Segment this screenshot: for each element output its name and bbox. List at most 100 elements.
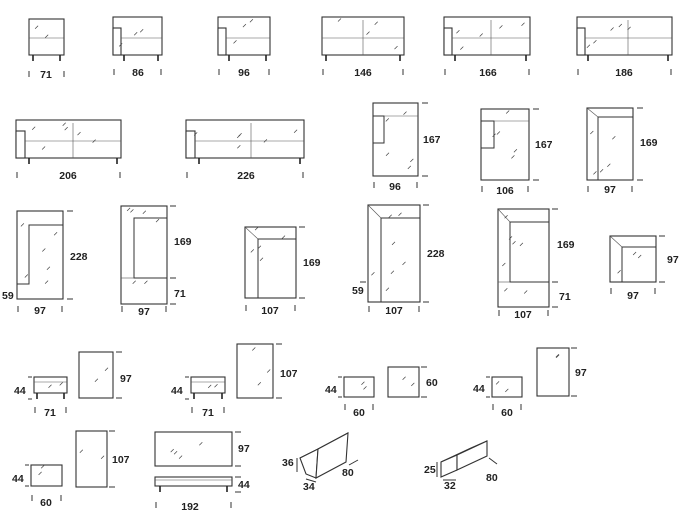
- hatch-mark: [207, 384, 212, 389]
- armrest: [112, 27, 122, 56]
- hatch-mark: [496, 131, 501, 135]
- hatch-mark: [34, 25, 39, 30]
- hatch-mark: [593, 39, 597, 44]
- hatch-mark: [252, 347, 256, 351]
- width-label: 226: [237, 170, 255, 182]
- height-label: 25: [424, 464, 436, 476]
- module-106x167-plan: 167 106: [480, 108, 553, 197]
- hatch-mark: [394, 45, 398, 50]
- hatch-mark: [504, 214, 508, 219]
- module-body: [185, 119, 305, 159]
- hatch-mark: [40, 465, 45, 469]
- armrest: [217, 27, 227, 56]
- module-206: 206: [15, 119, 122, 182]
- corner-mitre: [609, 235, 623, 248]
- dim-tick: [488, 457, 498, 465]
- module-body: [15, 119, 122, 159]
- hatch-mark: [371, 272, 375, 276]
- bolster-face: [456, 440, 488, 471]
- width-label: 186: [615, 67, 633, 79]
- hatch-mark: [511, 155, 515, 159]
- corner-mitre: [497, 208, 511, 223]
- hatch-mark: [193, 132, 198, 136]
- hatch-mark: [44, 34, 49, 38]
- hatch-mark: [118, 43, 123, 47]
- pouf-plan: [387, 366, 420, 398]
- wedge-end: [299, 448, 319, 479]
- hatch-mark: [77, 131, 81, 136]
- module-96: 96: [217, 16, 271, 79]
- seat-label: 59: [2, 290, 14, 302]
- depth-label: 107: [280, 368, 298, 380]
- hatch-mark: [237, 144, 241, 149]
- height-label: 44: [14, 385, 26, 397]
- hatch-mark: [59, 382, 63, 386]
- upholstery-hatching: [20, 18, 642, 476]
- width-label: 60: [501, 407, 513, 419]
- width-label: 206: [59, 170, 77, 182]
- pouf-60x107: 44 60 107: [12, 430, 130, 509]
- bolster-end: [440, 454, 458, 478]
- hatch-mark: [293, 129, 298, 133]
- hatch-mark: [257, 381, 262, 386]
- width-label: 34: [303, 481, 315, 493]
- corner-107x169-chaise-plan: 169 71 107: [497, 208, 575, 321]
- depth-label: 60: [426, 377, 438, 389]
- armrest: [15, 130, 26, 159]
- width-label: 107: [261, 305, 279, 317]
- hatch-mark: [586, 44, 591, 49]
- pouf-60x97: 44 60 97: [473, 347, 587, 419]
- hatch-mark: [361, 381, 365, 385]
- pouf-71x97: 44 71 97: [14, 351, 132, 419]
- hatch-mark: [612, 135, 616, 140]
- height-label: 44: [238, 479, 250, 491]
- dim-tick: [305, 478, 317, 483]
- hatch-mark: [504, 288, 508, 292]
- hatch-mark: [42, 248, 46, 252]
- hatch-mark: [214, 384, 218, 388]
- pouf-elevation: [190, 376, 226, 394]
- hatch-mark: [139, 29, 144, 33]
- pouf-plan: [78, 351, 114, 399]
- hatch-mark: [385, 152, 390, 157]
- wedge-face: [315, 432, 349, 479]
- hatch-mark: [599, 168, 604, 173]
- hatch-mark: [407, 165, 412, 170]
- width-label: 192: [181, 501, 199, 513]
- hatch-mark: [363, 386, 367, 390]
- hatch-mark: [31, 126, 36, 130]
- armrest: [443, 27, 453, 56]
- width-label: 71: [40, 69, 52, 81]
- hatch-mark: [44, 280, 49, 284]
- width-label: 96: [389, 181, 401, 193]
- bolster-cushion: 25 32 80: [424, 440, 498, 492]
- module-226: 226: [185, 119, 305, 182]
- corner-97x97-plan: 97 97: [609, 235, 679, 302]
- hatch-mark: [94, 378, 99, 382]
- hatch-mark: [41, 146, 46, 150]
- pouf-plan: [75, 430, 108, 488]
- module-plan: [586, 107, 634, 181]
- armrest: [185, 130, 196, 159]
- hatch-mark: [24, 274, 29, 278]
- bench-plan: [154, 431, 233, 467]
- hatch-mark: [385, 287, 390, 292]
- depth-label: 228: [427, 248, 445, 260]
- hatch-mark: [104, 367, 109, 372]
- module-186: 186: [576, 16, 673, 79]
- corner-107x169-plan: 169 107: [244, 226, 321, 317]
- seat-label: 71: [174, 288, 186, 300]
- hatch-mark: [374, 21, 378, 25]
- hatch-mark: [618, 23, 623, 28]
- module-166: 166: [443, 16, 531, 79]
- hatch-mark: [48, 384, 52, 388]
- hatch-mark: [499, 25, 503, 29]
- height-label: 36: [282, 457, 294, 469]
- hatch-mark: [100, 455, 105, 459]
- module-96x167-plan: 167 96: [372, 102, 441, 193]
- module-body: [28, 18, 65, 56]
- depth-label: 167: [535, 139, 553, 151]
- hatch-mark: [617, 269, 621, 274]
- module-86: 86: [112, 16, 163, 79]
- hatch-mark: [259, 257, 264, 262]
